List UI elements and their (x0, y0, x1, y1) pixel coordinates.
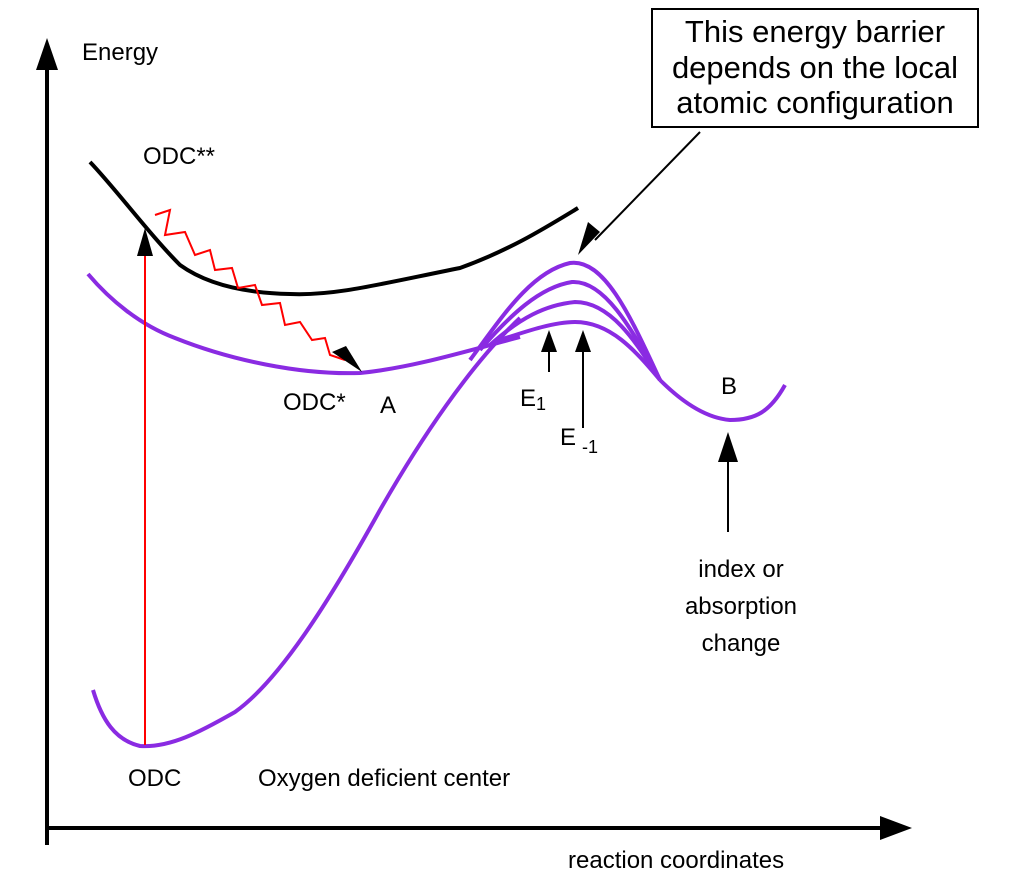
relaxation-wavy-line (154, 208, 346, 361)
barrier-curve-1 (468, 260, 662, 381)
y-axis (36, 38, 58, 845)
e1-arrow (541, 330, 557, 372)
odc-star-curve (86, 272, 521, 376)
b-note-line-1: index or (698, 556, 783, 583)
barrier-curve-3 (488, 299, 662, 382)
barrier-curve-2 (478, 279, 662, 381)
callout-line-3: atomic configuration (676, 85, 953, 120)
e1-label: E1 (520, 385, 546, 414)
b-note-line-2: absorption (685, 593, 797, 620)
odc-ground-label: ODC (128, 765, 181, 792)
point-b-label: B (721, 373, 737, 400)
e-minus1-arrow (575, 330, 591, 428)
odc-star-label: ODC* (283, 389, 346, 416)
odc-double-star-curve (88, 160, 580, 297)
barrier-curve-4 (499, 319, 662, 382)
callout-arrow (578, 131, 701, 255)
odc-double-star-label: ODC** (143, 143, 215, 170)
x-axis (47, 816, 912, 840)
barrier-curves (468, 260, 662, 382)
odc-ground-curve (91, 316, 522, 749)
callout-line-1: This energy barrier (685, 14, 945, 49)
y-axis-label: Energy (82, 39, 158, 66)
excitation-arrow (137, 228, 153, 745)
e-minus1-label: E-1 (560, 424, 598, 457)
b-note-line-3: change (702, 630, 781, 657)
x-axis-label: reaction coordinates (568, 847, 784, 874)
b-note: index or absorption change (685, 556, 797, 657)
relaxation-arrowhead (332, 346, 362, 372)
callout-box: This energy barrier depends on the local… (651, 8, 979, 128)
b-arrow (718, 432, 738, 532)
callout-line-2: depends on the local (672, 50, 958, 85)
well-b-curve (658, 378, 787, 423)
odc-description: Oxygen deficient center (258, 765, 510, 792)
point-a-label: A (380, 392, 396, 419)
